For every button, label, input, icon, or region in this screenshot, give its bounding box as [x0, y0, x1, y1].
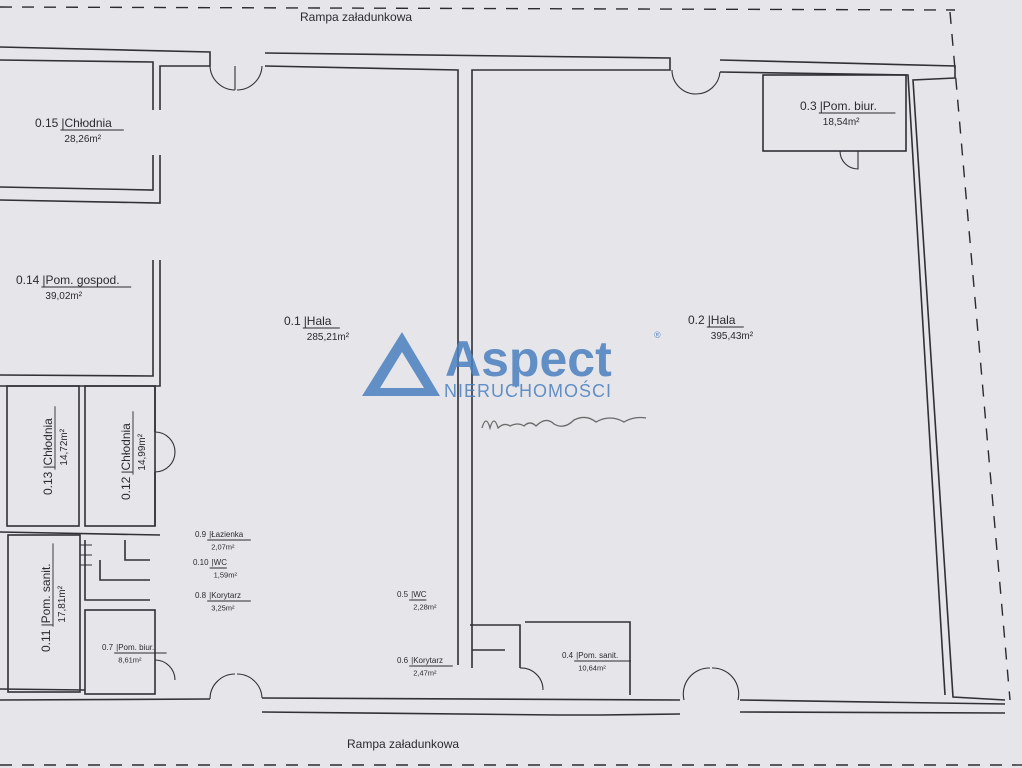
- room-area: 2,47m²: [413, 669, 437, 678]
- room-name: |Pom. biur.: [116, 643, 154, 652]
- outer-walls: [0, 46, 1006, 716]
- room-number: 0.6: [397, 656, 409, 665]
- room-label-hala-1: 0.1|Hala 285,21m²: [284, 314, 350, 343]
- room-number: 0.8: [195, 591, 207, 600]
- room-number-name: 0.2|Hala: [688, 313, 736, 327]
- room-number-name: 0.1|Hala: [284, 314, 332, 328]
- room-name: |Pom. gospod.: [42, 273, 119, 287]
- room-name: |WC: [212, 558, 228, 567]
- room-number: 0.11: [39, 629, 53, 652]
- room-area: 3,25m²: [211, 604, 235, 613]
- room-label-sanit-4: 0.4|Pom. sanit. 10,64m²: [562, 651, 631, 673]
- room-number: 0.2: [688, 313, 705, 327]
- watermark-brand: Aspect: [445, 331, 612, 387]
- room-area: 18,54m²: [823, 117, 860, 128]
- room-number-name: 0.3|Pom. biur.: [800, 99, 877, 113]
- room-labels: 0.1|Hala285,21m²0.2|Hala395,43m²0.3|Pom.…: [16, 99, 896, 678]
- room-number: 0.15: [35, 116, 59, 130]
- room-number-name: 0.7|Pom. biur.: [102, 643, 154, 652]
- room-label-biuro-3: 0.3|Pom. biur. 18,54m²: [800, 99, 896, 128]
- room-area: 8,61m²: [118, 656, 142, 665]
- room-name: |Pom. sanit.: [39, 563, 53, 626]
- room-name: |Pom. sanit.: [576, 651, 618, 660]
- room-number-name: 0.12 |Chłodnia: [119, 423, 133, 500]
- room-area: 395,43m²: [711, 331, 754, 342]
- room-label-gospod-14: 0.14|Pom. gospod. 39,02m²: [16, 273, 132, 302]
- room-number: 0.1: [284, 314, 301, 328]
- aspect-logo-triangle-icon: [362, 332, 440, 396]
- room-number-name: 0.10|WC: [193, 558, 227, 567]
- room-label-wc-5: 0.5|WC 2,28m²: [397, 590, 437, 612]
- room-number: 0.10: [193, 558, 209, 567]
- room-number-name: 0.11 |Pom. sanit.: [39, 563, 53, 652]
- room-name: |Chłodnia: [119, 423, 133, 474]
- room-area: 285,21m²: [307, 332, 350, 343]
- room-number-name: 0.15|Chłodnia: [35, 116, 112, 130]
- room-number: 0.13: [41, 471, 55, 495]
- room-label-biuro-7: 0.7|Pom. biur. 8,61m²: [102, 643, 167, 665]
- room-number: 0.9: [195, 530, 207, 539]
- room-area: 28,26m²: [64, 134, 101, 145]
- room-label-chl-12: 0.12 |Chłodnia 14,99m²: [119, 411, 148, 500]
- room-name: |Korytarz: [411, 656, 443, 665]
- room-area: 14,72m²: [59, 428, 70, 465]
- signature: [481, 416, 647, 431]
- room-name: |Chłodnia: [41, 418, 55, 469]
- room-area: 17,81m²: [57, 585, 68, 622]
- room-area: 2,07m²: [211, 543, 235, 552]
- room-area: 2,28m²: [413, 603, 437, 612]
- room-label-wc-10: 0.10|WC 1,59m²: [193, 558, 237, 580]
- room-label-sanit-11: 0.11 |Pom. sanit. 17,81m²: [39, 543, 68, 652]
- room-name: |Łazienka: [209, 530, 244, 539]
- room-number-name: 0.4|Pom. sanit.: [562, 651, 618, 660]
- door-arcs: [154, 65, 859, 701]
- boundary-top: [0, 6, 956, 11]
- room-number: 0.7: [102, 643, 114, 652]
- room-label-chl-15: 0.15|Chłodnia 28,26m²: [35, 116, 124, 145]
- room-number: 0.4: [562, 651, 574, 660]
- room-number: 0.5: [397, 590, 409, 599]
- aspect-watermark: Aspect ® NIERUCHOMOŚCI: [362, 330, 661, 431]
- room-name: |Chłodnia: [61, 116, 112, 130]
- room-name: |Hala: [304, 314, 332, 328]
- watermark-registered: ®: [654, 330, 661, 340]
- room-number-name: 0.5|WC: [397, 590, 427, 599]
- ramp-label-top: Rampa załadunkowa: [300, 10, 412, 24]
- right-hall-rooms: [470, 74, 907, 695]
- left-block-walls: [0, 155, 161, 695]
- room-number: 0.14: [16, 273, 40, 287]
- room-area: 14,99m²: [137, 433, 148, 470]
- room-number-name: 0.6|Korytarz: [397, 656, 443, 665]
- room-number: 0.3: [800, 99, 817, 113]
- boundary-right: [949, 11, 1011, 701]
- room-number-name: 0.14|Pom. gospod.: [16, 273, 120, 287]
- room-name: |WC: [411, 590, 427, 599]
- room-area: 10,64m²: [578, 664, 606, 673]
- room-name: |Korytarz: [209, 591, 241, 600]
- room-area: 1,59m²: [214, 571, 238, 580]
- room-label-kor-6: 0.6|Korytarz 2,47m²: [397, 656, 453, 678]
- room-name: |Hala: [708, 313, 736, 327]
- room-area: 39,02m²: [45, 291, 82, 302]
- room-number-name: 0.13 |Chłodnia: [41, 418, 55, 495]
- room-label-chl-13: 0.13 |Chłodnia 14,72m²: [41, 406, 70, 495]
- room-label-kor-8: 0.8|Korytarz 3,25m²: [195, 591, 251, 613]
- ramp-label-bottom: Rampa załadunkowa: [347, 737, 459, 751]
- watermark-sub: NIERUCHOMOŚCI: [444, 380, 612, 401]
- room-name: |Pom. biur.: [820, 99, 877, 113]
- room-number-name: 0.9|Łazienka: [195, 530, 244, 539]
- room-number-name: 0.8|Korytarz: [195, 591, 241, 600]
- room-label-hala-2: 0.2|Hala 395,43m²: [688, 313, 754, 342]
- room-number: 0.12: [119, 476, 133, 500]
- room-label-lazienka-9: 0.9|Łazienka 2,07m²: [195, 530, 251, 552]
